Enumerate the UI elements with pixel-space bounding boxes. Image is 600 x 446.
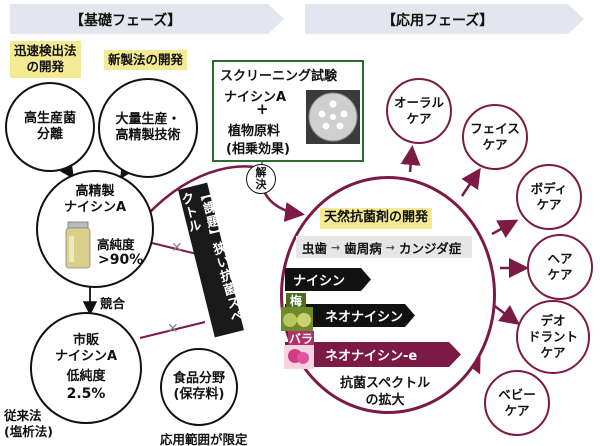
arrow-solution-to-development xyxy=(262,190,305,222)
conventional-method-label: 従来法 (塩析法) xyxy=(4,408,53,439)
screening-synergy: (相乗効果) xyxy=(226,142,290,157)
app-face-care: フェイスケア xyxy=(462,104,528,170)
applied-phase-banner xyxy=(305,4,584,34)
target-periodontal: 歯周病 xyxy=(344,240,382,256)
high-purity-label: 高純度 xyxy=(97,237,135,252)
neonisin-e-bar: ネオナイシン-e xyxy=(285,342,461,367)
food-field-node: 食品分野 (保存料) xyxy=(160,348,238,426)
basic-phase-banner xyxy=(10,4,284,34)
target-candida: カンジダ症 xyxy=(398,240,462,256)
screening-nisin: ナイシンA xyxy=(224,90,287,105)
solution-node: 解 決 xyxy=(246,164,276,194)
screening-plus: + xyxy=(256,100,269,118)
rapid-detection-tag: 迅速検出法 の開発 xyxy=(10,41,81,78)
petri-dish-icon xyxy=(306,90,360,144)
targets-bar: 虫歯 → 歯周病 → カンジダ症 xyxy=(296,236,472,258)
neonisin-bar: ネオナイシン xyxy=(285,304,415,327)
high-purity-value: >90% xyxy=(98,252,144,268)
competition-label: 競合 xyxy=(100,296,126,311)
nisin-bar: ナイシン xyxy=(285,268,371,291)
app-oral-care: オーラルケア xyxy=(386,78,452,144)
mass-production-node: 大量生産・ 高精製技術 xyxy=(98,78,198,178)
new-production-tag: 新製法の開発 xyxy=(104,50,188,71)
development-title: 天然抗菌剤の開発 xyxy=(320,208,433,229)
rose-tag: バラ xyxy=(288,331,314,346)
applied-phase-title: 【応用フェーズ】 xyxy=(382,13,494,29)
ume-tag: 梅 xyxy=(286,293,306,308)
svg-text:✕: ✕ xyxy=(171,240,183,256)
line-commercial-to-issue xyxy=(139,321,206,339)
app-body-care: ボディケア xyxy=(516,164,582,230)
purified-nisin-node: 高精製 ナイシンA xyxy=(36,170,154,288)
app-baby-care: ベビーケア xyxy=(484,370,550,436)
commercial-nisin-node: 市販 ナイシンA 低純度 2.5% xyxy=(30,312,142,424)
app-hair-care: ヘアケア xyxy=(527,234,593,300)
app-deodorant-care: デオドラントケア xyxy=(516,300,590,374)
screening-box: スクリーニング試験 ナイシンA + 植物原料 (相乗効果) xyxy=(212,60,364,162)
spectrum-expansion-label: 抗菌スペクトル の拡大 xyxy=(340,376,431,408)
limited-range-label: 応用範囲が限定 xyxy=(160,432,248,446)
high-producer-node: 高生産菌 分離 xyxy=(5,82,95,172)
svg-text:✕: ✕ xyxy=(167,321,179,337)
target-cavity: 虫歯 xyxy=(302,240,328,256)
basic-phase-title: 【基礎フェーズ】 xyxy=(70,13,182,29)
screening-title: スクリーニング試験 xyxy=(220,69,338,84)
screening-plant: 植物原料 xyxy=(228,124,281,139)
